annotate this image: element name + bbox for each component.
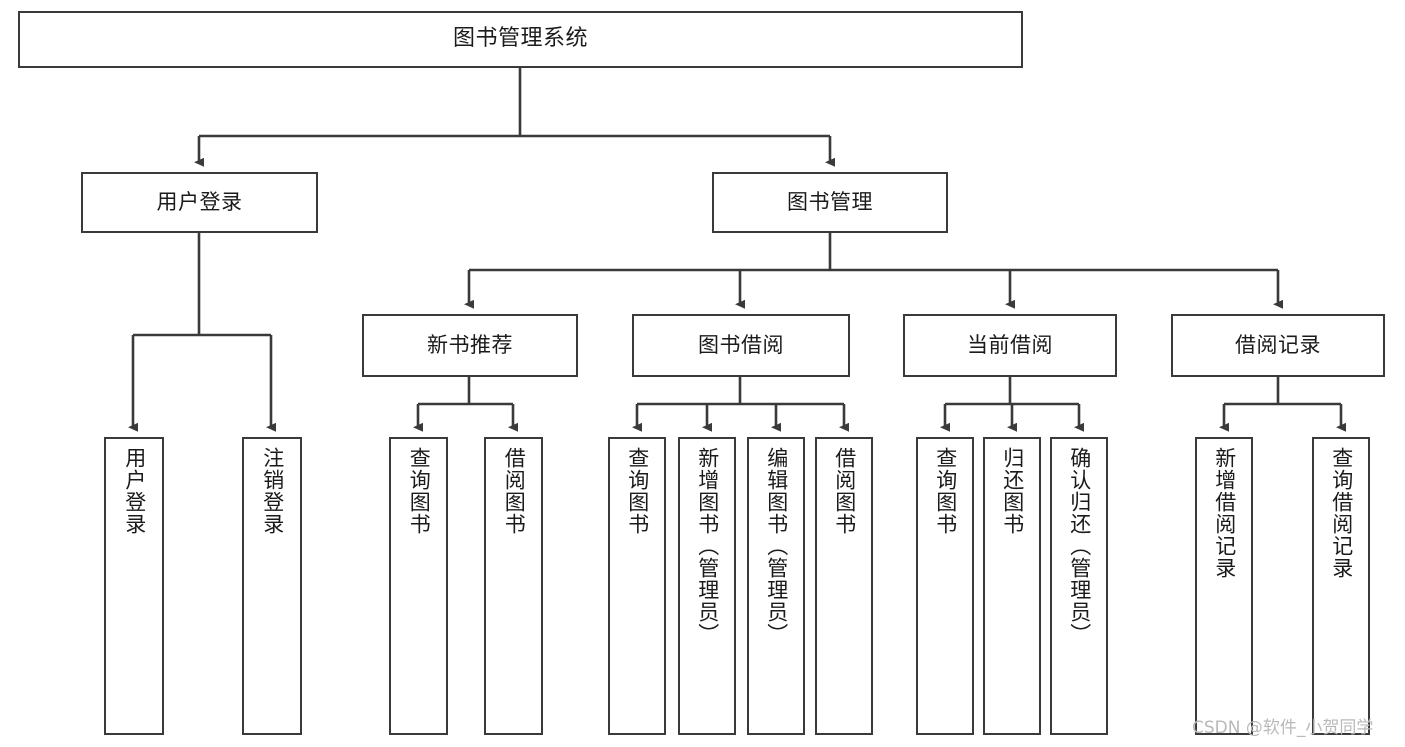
leaf-borrow-borrow-book[interactable]: 借阅图书 bbox=[815, 437, 873, 735]
watermark-text: CSDN @软件_小贺同学 bbox=[1192, 718, 1374, 738]
node-label: 确认归还（管理员） bbox=[1067, 447, 1092, 645]
leaf-user-login-signout[interactable]: 注销登录 bbox=[242, 437, 302, 735]
node-book-management[interactable]: 图书管理 bbox=[712, 172, 948, 233]
leaf-current-return-book[interactable]: 归还图书 bbox=[983, 437, 1041, 735]
leaf-borrow-add-book-admin[interactable]: 新增图书（管理员） bbox=[678, 437, 736, 735]
node-book-borrow[interactable]: 图书借阅 bbox=[632, 314, 850, 377]
node-label: 编辑图书（管理员） bbox=[764, 447, 789, 645]
node-label: 注销登录 bbox=[260, 447, 285, 535]
node-current-borrow[interactable]: 当前借阅 bbox=[903, 314, 1117, 377]
node-label: 用户登录 bbox=[156, 189, 243, 214]
node-label: 图书管理系统 bbox=[452, 26, 588, 52]
node-label: 归还图书 bbox=[1000, 447, 1025, 535]
leaf-borrow-edit-book-admin[interactable]: 编辑图书（管理员） bbox=[747, 437, 805, 735]
node-label: 借阅图书 bbox=[832, 447, 857, 535]
node-label: 用户登录 bbox=[122, 447, 147, 535]
node-label: 图书管理 bbox=[787, 189, 873, 214]
node-label: 借阅记录 bbox=[1235, 332, 1321, 357]
leaf-user-login-signin[interactable]: 用户登录 bbox=[104, 437, 164, 735]
leaf-current-confirm-return-admin[interactable]: 确认归还（管理员） bbox=[1050, 437, 1108, 735]
node-borrow-records[interactable]: 借阅记录 bbox=[1171, 314, 1385, 377]
node-label: 查询图书 bbox=[933, 447, 958, 535]
node-label: 查询借阅记录 bbox=[1329, 447, 1354, 579]
leaf-recommend-borrow-book[interactable]: 借阅图书 bbox=[484, 437, 543, 735]
node-label: 新增借阅记录 bbox=[1212, 447, 1237, 579]
node-label: 新增图书（管理员） bbox=[695, 447, 720, 645]
node-label: 当前借阅 bbox=[967, 332, 1053, 357]
node-label: 借阅图书 bbox=[502, 447, 527, 535]
node-label: 新书推荐 bbox=[427, 332, 513, 357]
leaf-recommend-query-book[interactable]: 查询图书 bbox=[389, 437, 448, 735]
node-new-book-recommend[interactable]: 新书推荐 bbox=[362, 314, 578, 377]
node-label: 图书借阅 bbox=[698, 332, 784, 357]
leaf-records-query-record[interactable]: 查询借阅记录 bbox=[1312, 437, 1370, 735]
node-user-login[interactable]: 用户登录 bbox=[81, 172, 318, 233]
node-root-system[interactable]: 图书管理系统 bbox=[18, 11, 1023, 68]
node-label: 查询图书 bbox=[407, 447, 432, 535]
leaf-records-add-record[interactable]: 新增借阅记录 bbox=[1195, 437, 1253, 735]
leaf-current-query-book[interactable]: 查询图书 bbox=[916, 437, 974, 735]
node-label: 查询图书 bbox=[625, 447, 650, 535]
leaf-borrow-query-book[interactable]: 查询图书 bbox=[608, 437, 666, 735]
